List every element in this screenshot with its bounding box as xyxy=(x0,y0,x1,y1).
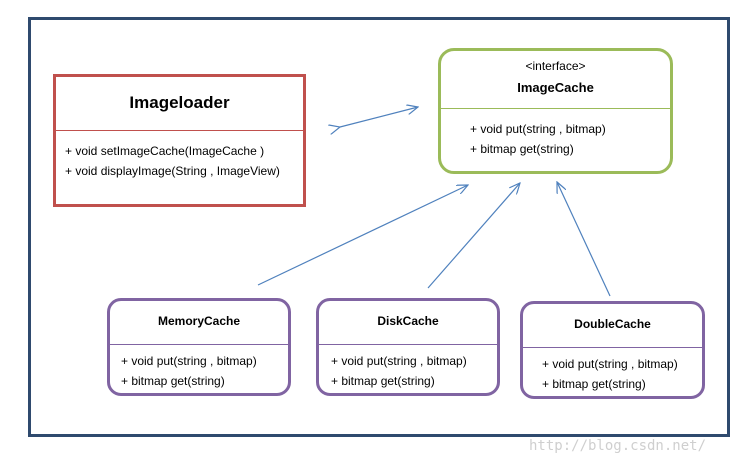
memorycache-header: MemoryCache xyxy=(110,301,288,345)
diskcache-title: DiskCache xyxy=(377,314,439,328)
imageloader-header: Imageloader xyxy=(56,77,303,131)
imageloader-title: Imageloader xyxy=(129,93,230,112)
method-set-image-cache: + void setImageCache(ImageCache ) xyxy=(65,144,265,158)
doublecache-methods: + void put(string , bitmap) + bitmap get… xyxy=(523,354,702,396)
method-put: + void put(string , bitmap) xyxy=(121,354,257,368)
doublecache-class-box: DoubleCache + void put(string , bitmap) … xyxy=(520,301,705,399)
imagecache-interface-box: <interface> ImageCache + void put(string… xyxy=(438,48,673,174)
diskcache-class-box: DiskCache + void put(string , bitmap) + … xyxy=(316,298,500,396)
method-get: + bitmap get(string) xyxy=(121,374,225,388)
doublecache-header: DoubleCache xyxy=(523,304,702,348)
method-display-image: + void displayImage(String , ImageView) xyxy=(65,164,280,178)
method-get: + bitmap get(string) xyxy=(331,374,435,388)
interface-stereotype: <interface> xyxy=(525,59,586,73)
diskcache-methods: + void put(string , bitmap) + bitmap get… xyxy=(319,351,497,393)
method-get: + bitmap get(string) xyxy=(542,377,646,391)
imagecache-title: ImageCache xyxy=(517,80,594,95)
method-put: + void put(string , bitmap) xyxy=(331,354,467,368)
memorycache-methods: + void put(string , bitmap) + bitmap get… xyxy=(110,351,288,393)
diskcache-header: DiskCache xyxy=(319,301,497,345)
method-put: + void put(string , bitmap) xyxy=(542,357,678,371)
imagecache-header: <interface> ImageCache xyxy=(441,51,670,109)
imagecache-methods: + void put(string , bitmap) + bitmap get… xyxy=(441,119,670,171)
imageloader-methods: + void setImageCache(ImageCache ) + void… xyxy=(56,141,303,204)
doublecache-title: DoubleCache xyxy=(574,317,651,331)
memorycache-title: MemoryCache xyxy=(157,314,241,328)
watermark: http://blog.csdn.net/ xyxy=(529,438,707,454)
memorycache-class-box: MemoryCache + void put(string , bitmap) … xyxy=(107,298,291,396)
imageloader-class-box: Imageloader + void setImageCache(ImageCa… xyxy=(53,74,306,207)
method-get: + bitmap get(string) xyxy=(470,142,574,156)
method-put: + void put(string , bitmap) xyxy=(470,122,606,136)
